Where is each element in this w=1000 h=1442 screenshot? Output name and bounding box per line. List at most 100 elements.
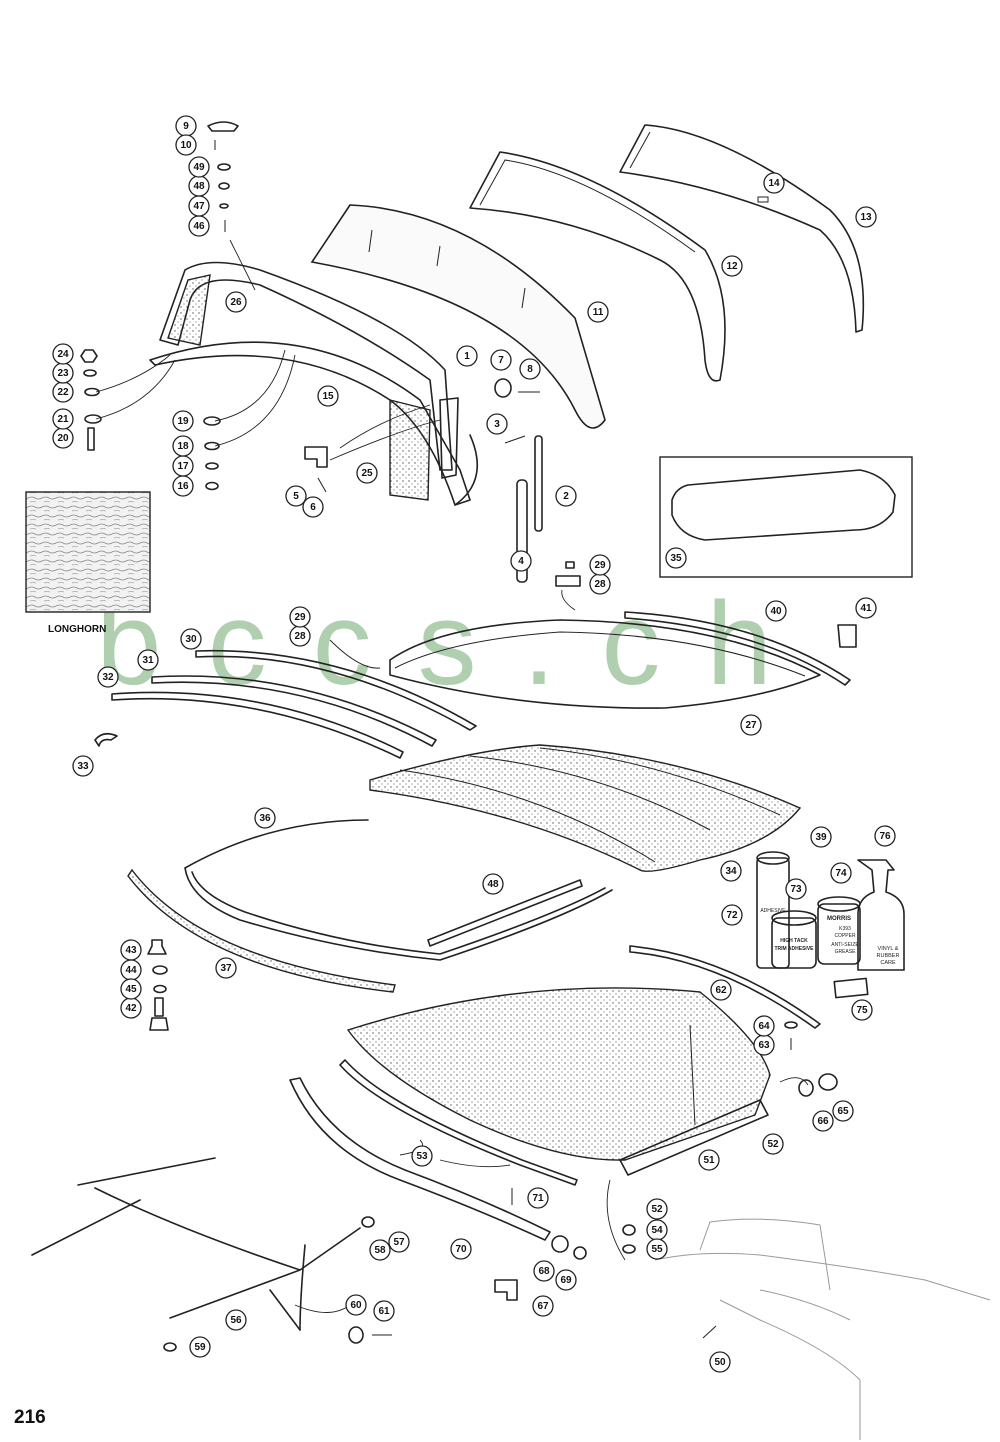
callout-24: 24 xyxy=(52,343,74,365)
callout-number: 42 xyxy=(125,1003,137,1014)
callout-number: 44 xyxy=(125,965,137,976)
callout-14: 14 xyxy=(763,172,785,194)
callout-15: 15 xyxy=(317,385,339,407)
callout-3: 3 xyxy=(486,413,508,435)
inset-box-35 xyxy=(659,456,913,578)
callout-51: 51 xyxy=(698,1149,720,1171)
callout-41: 41 xyxy=(855,597,877,619)
product-76-vinyl-care: VINYL & RUBBER CARE xyxy=(857,859,905,971)
callout-number: 35 xyxy=(670,553,682,564)
callout-number: 16 xyxy=(177,481,189,492)
callout-number: 47 xyxy=(193,201,205,212)
page-number: 216 xyxy=(14,1407,46,1428)
callout-number: 29 xyxy=(594,560,606,571)
callout-45: 45 xyxy=(120,978,142,1000)
callout-number: 52 xyxy=(651,1204,663,1215)
svg-text:ADHESIVE: ADHESIVE xyxy=(760,908,786,914)
callout-number: 1 xyxy=(464,351,470,362)
callout-28: 28 xyxy=(289,625,311,647)
callout-number: 48 xyxy=(193,181,205,192)
callout-number: 22 xyxy=(57,387,69,398)
callout-number: 18 xyxy=(177,441,189,452)
callout-number: 5 xyxy=(293,491,299,502)
callout-number: 34 xyxy=(725,866,737,877)
svg-text:ANTI-SEIZE: ANTI-SEIZE xyxy=(831,942,859,948)
callout-number: 2 xyxy=(563,491,569,502)
callout-number: 75 xyxy=(856,1005,868,1016)
callout-number: 58 xyxy=(374,1245,386,1256)
svg-text:RUBBER: RUBBER xyxy=(877,953,900,959)
callout-60: 60 xyxy=(345,1294,367,1316)
callout-58: 58 xyxy=(369,1239,391,1261)
callout-number: 69 xyxy=(560,1275,572,1286)
callout-number: 73 xyxy=(790,884,802,895)
callout-number: 66 xyxy=(817,1116,829,1127)
callout-number: 70 xyxy=(455,1244,467,1255)
longhorn-swatch: LONGHORN xyxy=(25,491,151,635)
callout-labels: 1234567891011121314151617181920212223242… xyxy=(52,115,896,1373)
callout-7: 7 xyxy=(490,349,512,371)
callout-76: 76 xyxy=(874,825,896,847)
callout-69: 69 xyxy=(555,1269,577,1291)
callout-number: 7 xyxy=(498,355,504,366)
callout-number: 12 xyxy=(726,261,738,272)
callout-40: 40 xyxy=(765,600,787,622)
callout-65: 65 xyxy=(832,1100,854,1122)
callout-26: 26 xyxy=(225,291,247,313)
callout-20: 20 xyxy=(52,427,74,449)
callout-68: 68 xyxy=(533,1260,555,1282)
side-rails xyxy=(94,649,477,759)
callout-number: 63 xyxy=(758,1040,770,1051)
fixings-right-top xyxy=(494,378,581,587)
svg-text:CARE: CARE xyxy=(880,960,896,966)
callout-number: 40 xyxy=(770,606,782,617)
callout-number: 62 xyxy=(715,985,727,996)
callout-1: 1 xyxy=(456,345,478,367)
callout-42: 42 xyxy=(120,997,142,1019)
callout-number: 30 xyxy=(185,634,197,645)
callout-number: 13 xyxy=(860,212,872,223)
windscreen-seal xyxy=(469,151,726,382)
callout-number: 45 xyxy=(125,984,137,995)
callout-number: 71 xyxy=(532,1193,544,1204)
svg-text:HIGH TACK: HIGH TACK xyxy=(780,938,808,944)
callout-28: 28 xyxy=(589,573,611,595)
callout-number: 52 xyxy=(767,1139,779,1150)
callout-63: 63 xyxy=(753,1034,775,1056)
callout-64: 64 xyxy=(753,1015,775,1037)
car-sketch xyxy=(654,1218,991,1440)
fasteners-54-61-67-71 xyxy=(163,1188,717,1352)
callout-56: 56 xyxy=(225,1309,247,1331)
product-72-adhesive: ADHESIVE xyxy=(756,851,790,969)
callout-number: 4 xyxy=(518,556,524,567)
callout-10: 10 xyxy=(175,134,197,156)
callout-54: 54 xyxy=(646,1219,668,1241)
svg-text:MORRIS: MORRIS xyxy=(827,916,851,922)
callout-12: 12 xyxy=(721,255,743,277)
callout-13: 13 xyxy=(855,206,877,228)
callout-75: 75 xyxy=(851,999,873,1021)
callout-number: 61 xyxy=(378,1306,390,1317)
callout-9: 9 xyxy=(175,115,197,137)
callout-number: 19 xyxy=(177,416,189,427)
product-74-grease: MORRIS K393 COPPER ANTI-SEIZE GREASE xyxy=(817,896,861,965)
callout-number: 6 xyxy=(310,502,316,513)
fasteners-63-66 xyxy=(784,1021,838,1097)
callout-number: 55 xyxy=(651,1244,663,1255)
callout-number: 76 xyxy=(879,831,891,842)
rear-window xyxy=(127,819,613,993)
callout-number: 31 xyxy=(142,655,154,666)
callout-72: 72 xyxy=(721,904,743,926)
callout-8: 8 xyxy=(519,358,541,380)
callout-number: 21 xyxy=(57,414,69,425)
callout-49: 49 xyxy=(188,156,210,178)
callout-number: 65 xyxy=(837,1106,849,1117)
fixings-column xyxy=(207,121,239,232)
callout-43: 43 xyxy=(120,939,142,961)
callout-number: 41 xyxy=(860,603,872,614)
callout-29: 29 xyxy=(589,554,611,576)
callout-number: 28 xyxy=(294,631,306,642)
callout-number: 37 xyxy=(220,963,232,974)
callout-61: 61 xyxy=(373,1300,395,1322)
callout-number: 15 xyxy=(322,391,334,402)
